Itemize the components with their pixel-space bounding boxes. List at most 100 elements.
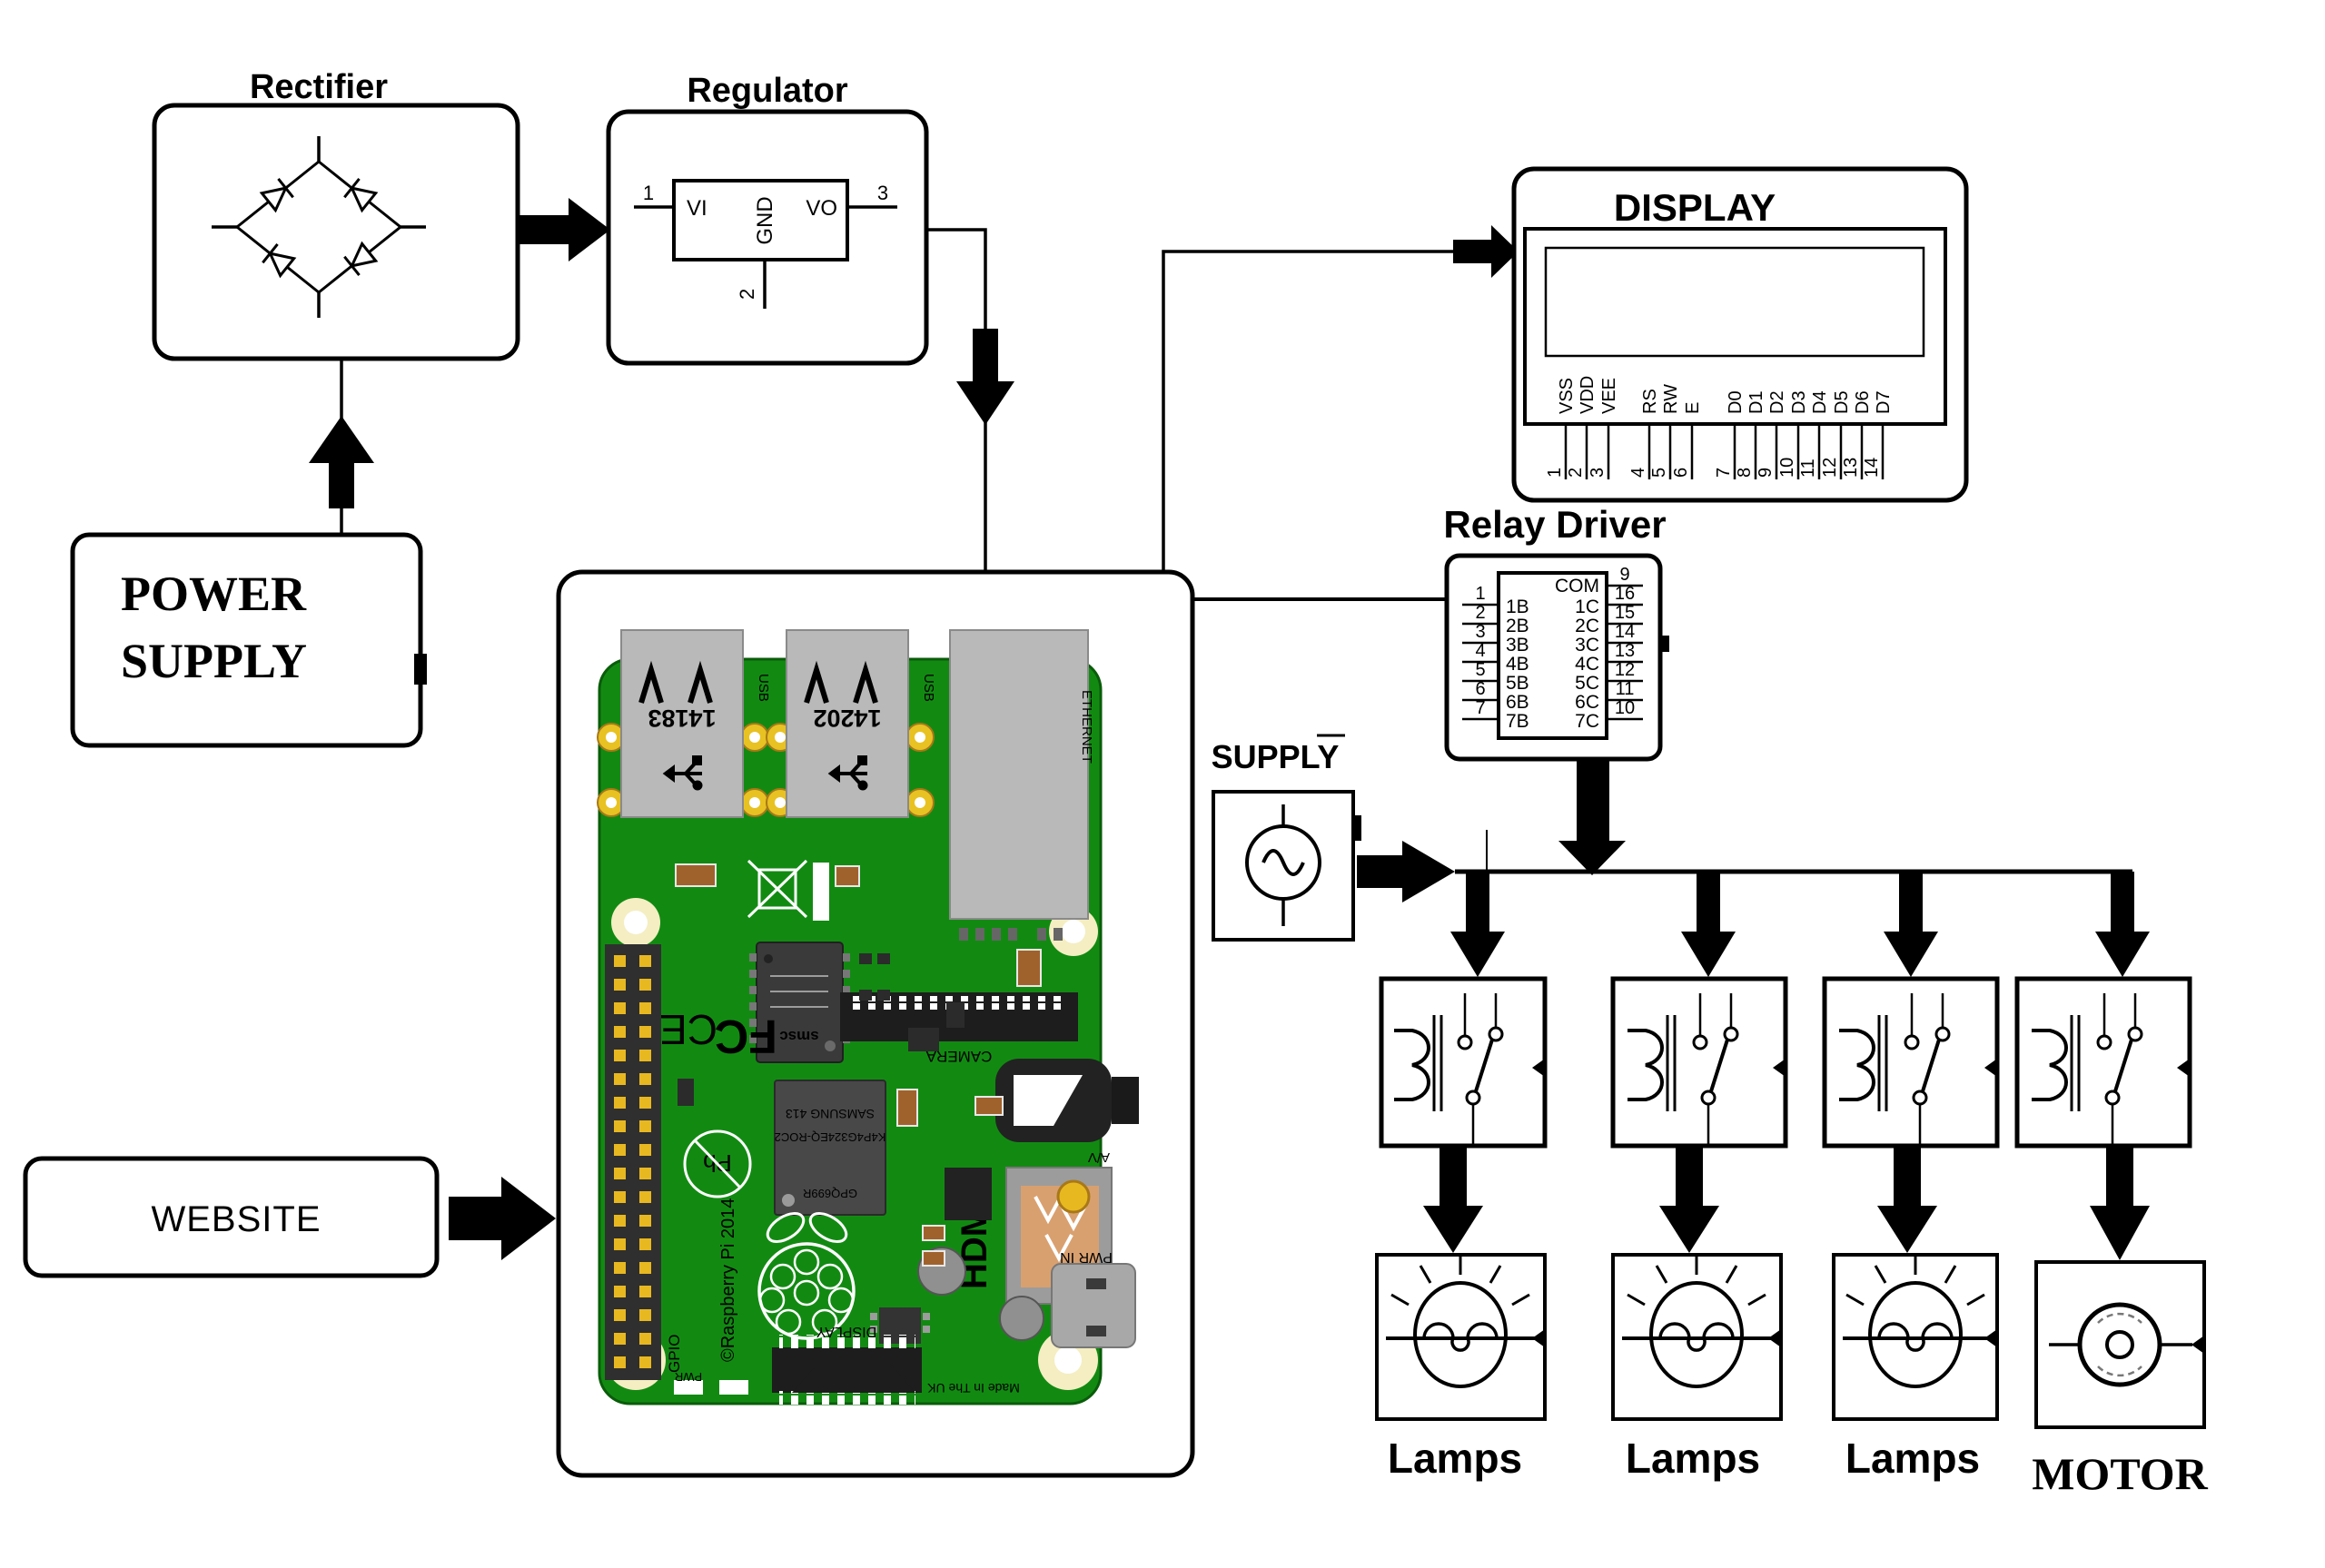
power-supply-nub: [414, 654, 427, 685]
bridge-rectifier-icon: [212, 136, 426, 318]
wire-regulator-to-pi: [926, 228, 1014, 572]
arrow-bus-to-relay-4: [2095, 872, 2150, 977]
lcd-pin-label: D6: [1853, 390, 1873, 414]
av-label: A/V: [1088, 1149, 1110, 1165]
website-block: WEBSITE: [23, 1156, 440, 1278]
display-block: DISPLAY VSS VDD VEE RS RW E D0 D1 D2 D3 …: [1511, 166, 1969, 503]
lamp-1-label: Lamps: [1388, 1435, 1522, 1482]
pin-number: 14: [1615, 622, 1635, 642]
gpio-header: [605, 944, 661, 1380]
regulator-ic: [672, 179, 849, 261]
usb1-serial: 14183: [648, 705, 716, 732]
motor-label: MOTOR: [2032, 1448, 2208, 1499]
lcd-pin-label: D1: [1746, 390, 1766, 414]
ic-pin-label: 6C: [1575, 692, 1599, 713]
pin-number: 9: [1619, 565, 1629, 585]
regulator-vo-label: VO: [806, 196, 837, 221]
smsc-chip: smsc: [749, 942, 850, 1063]
power-supply-box: [70, 532, 423, 748]
samsung-chip: SAMSUNG 413 K4P4G324EQ-ROC2 GPQ699R: [774, 1080, 886, 1216]
pin-number: 12: [1615, 660, 1635, 680]
lamp-icon: [1843, 1255, 1988, 1388]
lcd-pin-number: 5: [1649, 468, 1669, 478]
lcd-pin-number: 7: [1714, 468, 1734, 478]
pin-number: 4: [1475, 641, 1485, 661]
display-connector: [772, 1335, 922, 1405]
samsung-chip-line2: K4P4G324EQ-ROC2: [775, 1130, 886, 1144]
power-bus: [1450, 830, 2150, 977]
lcd-pin-label: D4: [1810, 390, 1830, 414]
rectifier-block: Rectifier: [152, 68, 520, 361]
pwr-pad: [1056, 1179, 1091, 1214]
ethernet-label: ETHERNET: [1079, 690, 1094, 764]
supply-title: SUPPLY: [1212, 738, 1340, 775]
arrow-relay3-to-lamp: [1877, 1148, 1937, 1253]
relay-icon: [2032, 993, 2143, 1144]
website-box: [23, 1156, 440, 1278]
lcd-pin-label: RS: [1640, 389, 1660, 414]
lamp-icon: [1622, 1255, 1772, 1388]
lcd-screen: [1544, 246, 1925, 358]
relay-driver-ic: [1497, 571, 1608, 740]
regulator-block: Regulator VI VO GND 1 3 2: [606, 72, 929, 366]
raspberry-pi-board: 14183 USB 14202 USB ETHERNET: [597, 629, 1139, 1405]
ic-pin-label: 7B: [1506, 711, 1529, 732]
pin-number: 1: [1475, 584, 1485, 604]
smsc-chip-label: smsc: [779, 1028, 818, 1045]
lcd-pin-label: RW: [1661, 384, 1681, 414]
arrow-bus-to-relay-3: [1884, 872, 1938, 977]
samsung-chip-line1: SAMSUNG 413: [786, 1107, 875, 1121]
pwr-in-usb: [1051, 1263, 1136, 1348]
regulator-pin1: 1: [643, 182, 654, 204]
lcd-pin-label: D7: [1874, 390, 1894, 414]
ic-pin-label: 6B: [1506, 692, 1529, 713]
relay-icon: [1628, 993, 1739, 1144]
relay-right-nub: [1773, 1059, 1786, 1077]
motor-icon: [2049, 1302, 2192, 1387]
pi-copyright: ©Raspberry Pi 2014: [718, 1198, 738, 1362]
usb-port-2: 14202: [786, 629, 909, 818]
usb-port-1: 14183: [620, 629, 744, 818]
lcd-pin-number: 14: [1862, 458, 1882, 478]
ic-pin-label: 3C: [1575, 635, 1599, 656]
lcd-pin-number: 9: [1756, 468, 1776, 478]
arrow-relay2-to-lamp: [1659, 1148, 1719, 1253]
regulator-gnd-label: GND: [753, 196, 777, 244]
ic-pin-label: 1B: [1506, 597, 1529, 617]
lcd-pin-number: 11: [1798, 459, 1818, 478]
weee-mark-icon: [747, 859, 808, 919]
lcd-pin-numbers: 1 2 3 4 5 6 7 8 9 10 11 12 13 14: [1545, 458, 1882, 478]
pin-number: 7: [1475, 698, 1485, 718]
lcd-pin-label: E: [1683, 402, 1703, 414]
relay-driver-block: Relay Driver 1 2 3 4 5 6 7 1B 2B 3B 4B 5…: [1443, 503, 1669, 762]
lamp-right-nub: [1768, 1329, 1781, 1347]
relay-2: [1610, 976, 1788, 1149]
arrow-bus-to-relay-1: [1450, 872, 1505, 977]
ethernet-port: ETHERNET: [949, 629, 1094, 920]
motor-block: [2034, 1260, 2206, 1429]
ce-mark: CE: [659, 1006, 717, 1053]
lcd-pin-label: D0: [1726, 390, 1746, 414]
supply-nub: [1351, 815, 1361, 841]
made-in-label: Made In The UK: [926, 1381, 1019, 1395]
lcd-pin-number: 8: [1735, 468, 1755, 478]
pin-number: 3: [1475, 622, 1485, 642]
display-conn-label: DISPLAY: [816, 1324, 876, 1339]
lamp-right-nub: [1984, 1329, 1997, 1347]
usb2-silkscreen-label: USB: [921, 674, 936, 702]
lcd-pin-number: 13: [1841, 458, 1861, 478]
relay-1: [1379, 976, 1548, 1149]
lcd-pin-label: D2: [1767, 390, 1787, 414]
arrow-relay1-to-lamp: [1423, 1148, 1483, 1253]
motor-right-nub: [2191, 1336, 2204, 1354]
relay-3: [1822, 976, 2000, 1149]
relay-driver-right-pins: 9 16 15 14 13 12 11 10 COM 1C 2C 3C 4C 5…: [1555, 565, 1643, 732]
pin-number: 15: [1615, 603, 1635, 623]
ic-pin-label: 4B: [1506, 654, 1529, 675]
lcd-pin-number: 4: [1628, 468, 1648, 478]
supply-block: SUPPLY: [1212, 734, 1455, 942]
pin-number: 11: [1616, 679, 1635, 699]
arrow-rectifier-to-regulator: [519, 198, 610, 261]
ic-pin-label: 2B: [1506, 616, 1529, 636]
